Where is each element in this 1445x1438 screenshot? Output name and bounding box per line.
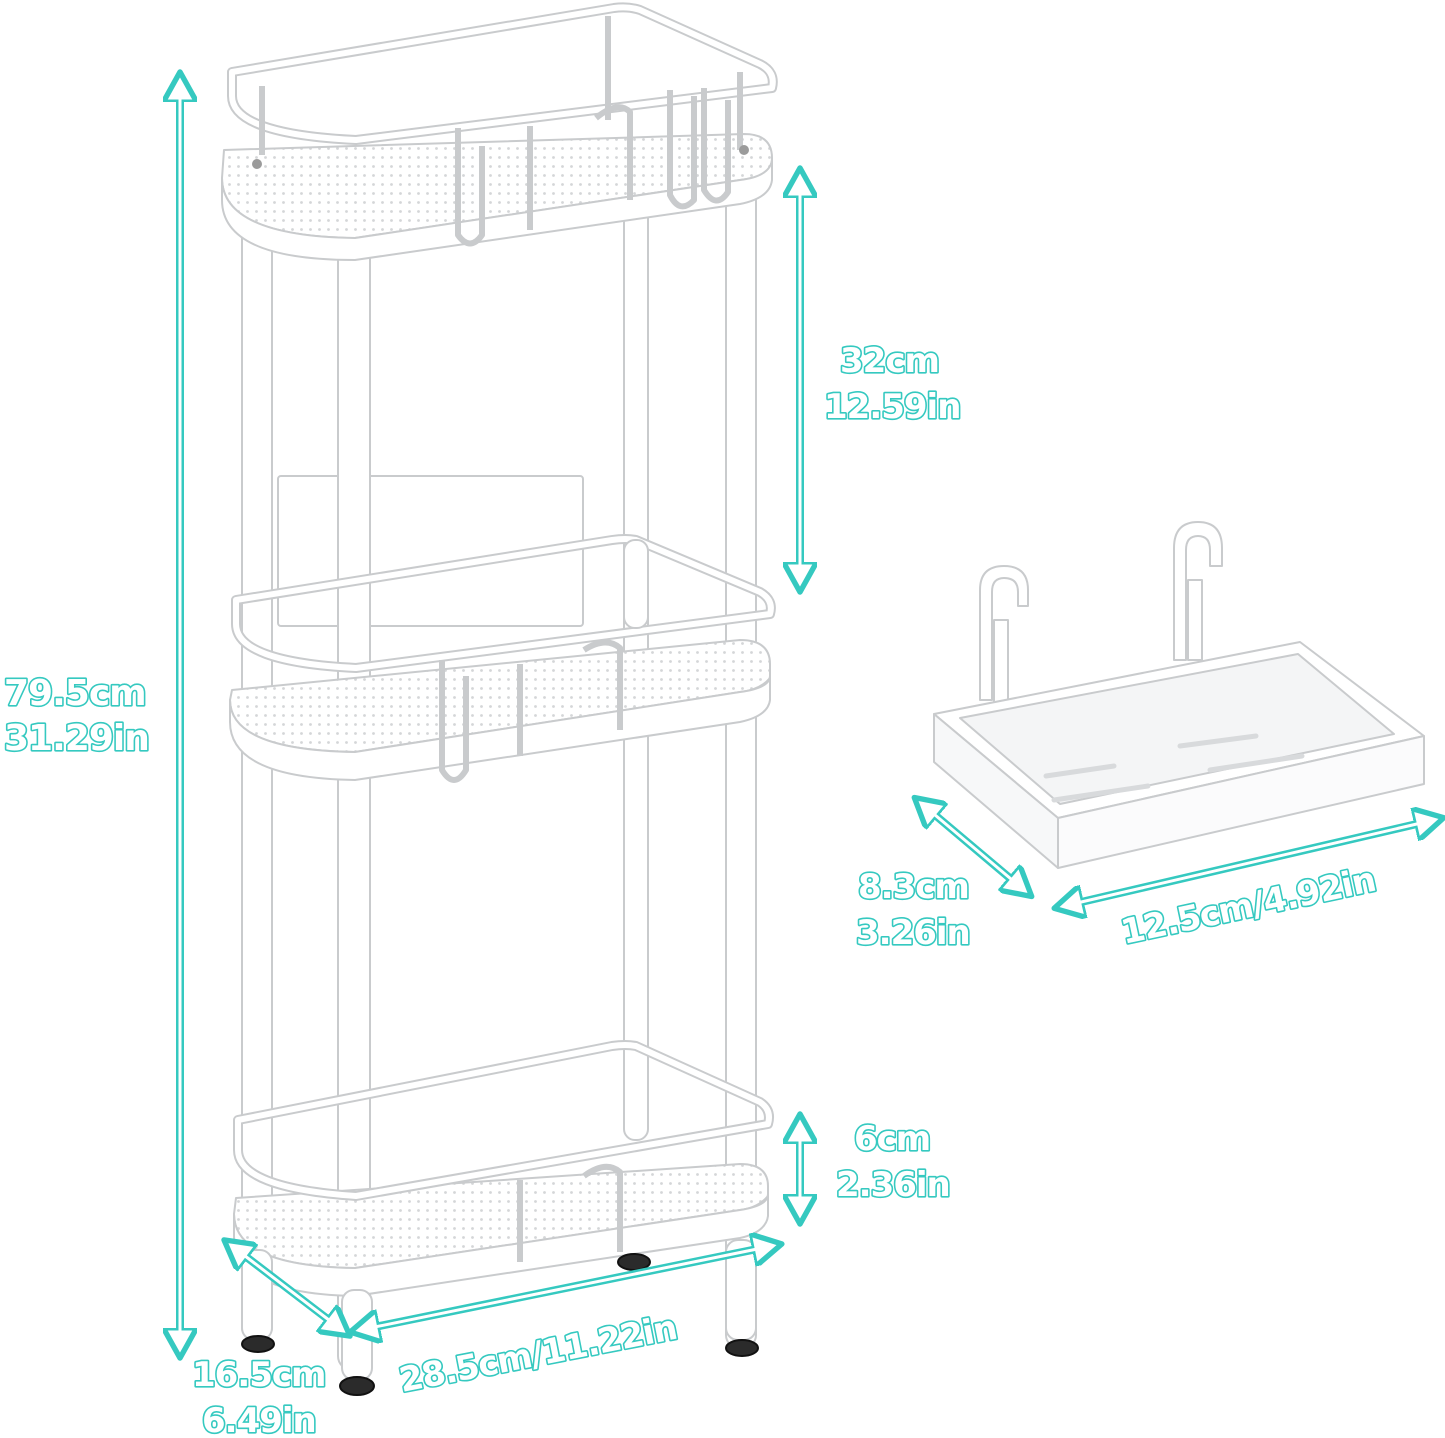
tray-hook: [979, 565, 1029, 701]
tray-width-label: 12.5cm/4.92in: [1118, 860, 1379, 953]
rail-height-cm-label: 6cm: [854, 1119, 930, 1159]
tray-hook: [1173, 521, 1223, 661]
dimension-arrows: [180, 82, 1434, 1348]
total-height-cm-label: 79.5cm: [4, 673, 146, 714]
bottom-shelf: [233, 1040, 774, 1297]
depth-cm-label: 16.5cm: [192, 1355, 325, 1395]
shelf-spacing-in-label: 12.59in: [824, 387, 960, 427]
tray-illustration: [933, 521, 1425, 869]
tray-depth-cm-label: 8.3cm: [858, 867, 969, 907]
arrow-width: [360, 1246, 772, 1330]
foot: [241, 1335, 275, 1353]
arrow-tray-width: [1064, 820, 1434, 906]
rack-illustration: [221, 2, 778, 1396]
middle-shelf: [229, 534, 776, 783]
width-label: 28.5cm/11.22in: [396, 1308, 680, 1401]
rail-height-in-label: 2.36in: [836, 1165, 950, 1205]
arrow-tray-depth: [922, 804, 1024, 890]
depth-in-label: 6.49in: [202, 1401, 316, 1438]
foot: [617, 1253, 651, 1271]
shelf-spacing-cm-label: 32cm: [840, 341, 939, 381]
foot: [339, 1376, 375, 1396]
dimension-labels: 79.5cm 31.29in 32cm 12.59in 6cm 2.36in 1…: [2, 339, 1380, 1438]
tray-depth-in-label: 3.26in: [856, 913, 970, 953]
leg: [341, 1289, 373, 1381]
foot: [725, 1339, 759, 1357]
total-height-in-label: 31.29in: [4, 718, 149, 759]
top-shelf: [221, 2, 778, 261]
arrow-depth: [232, 1246, 342, 1330]
